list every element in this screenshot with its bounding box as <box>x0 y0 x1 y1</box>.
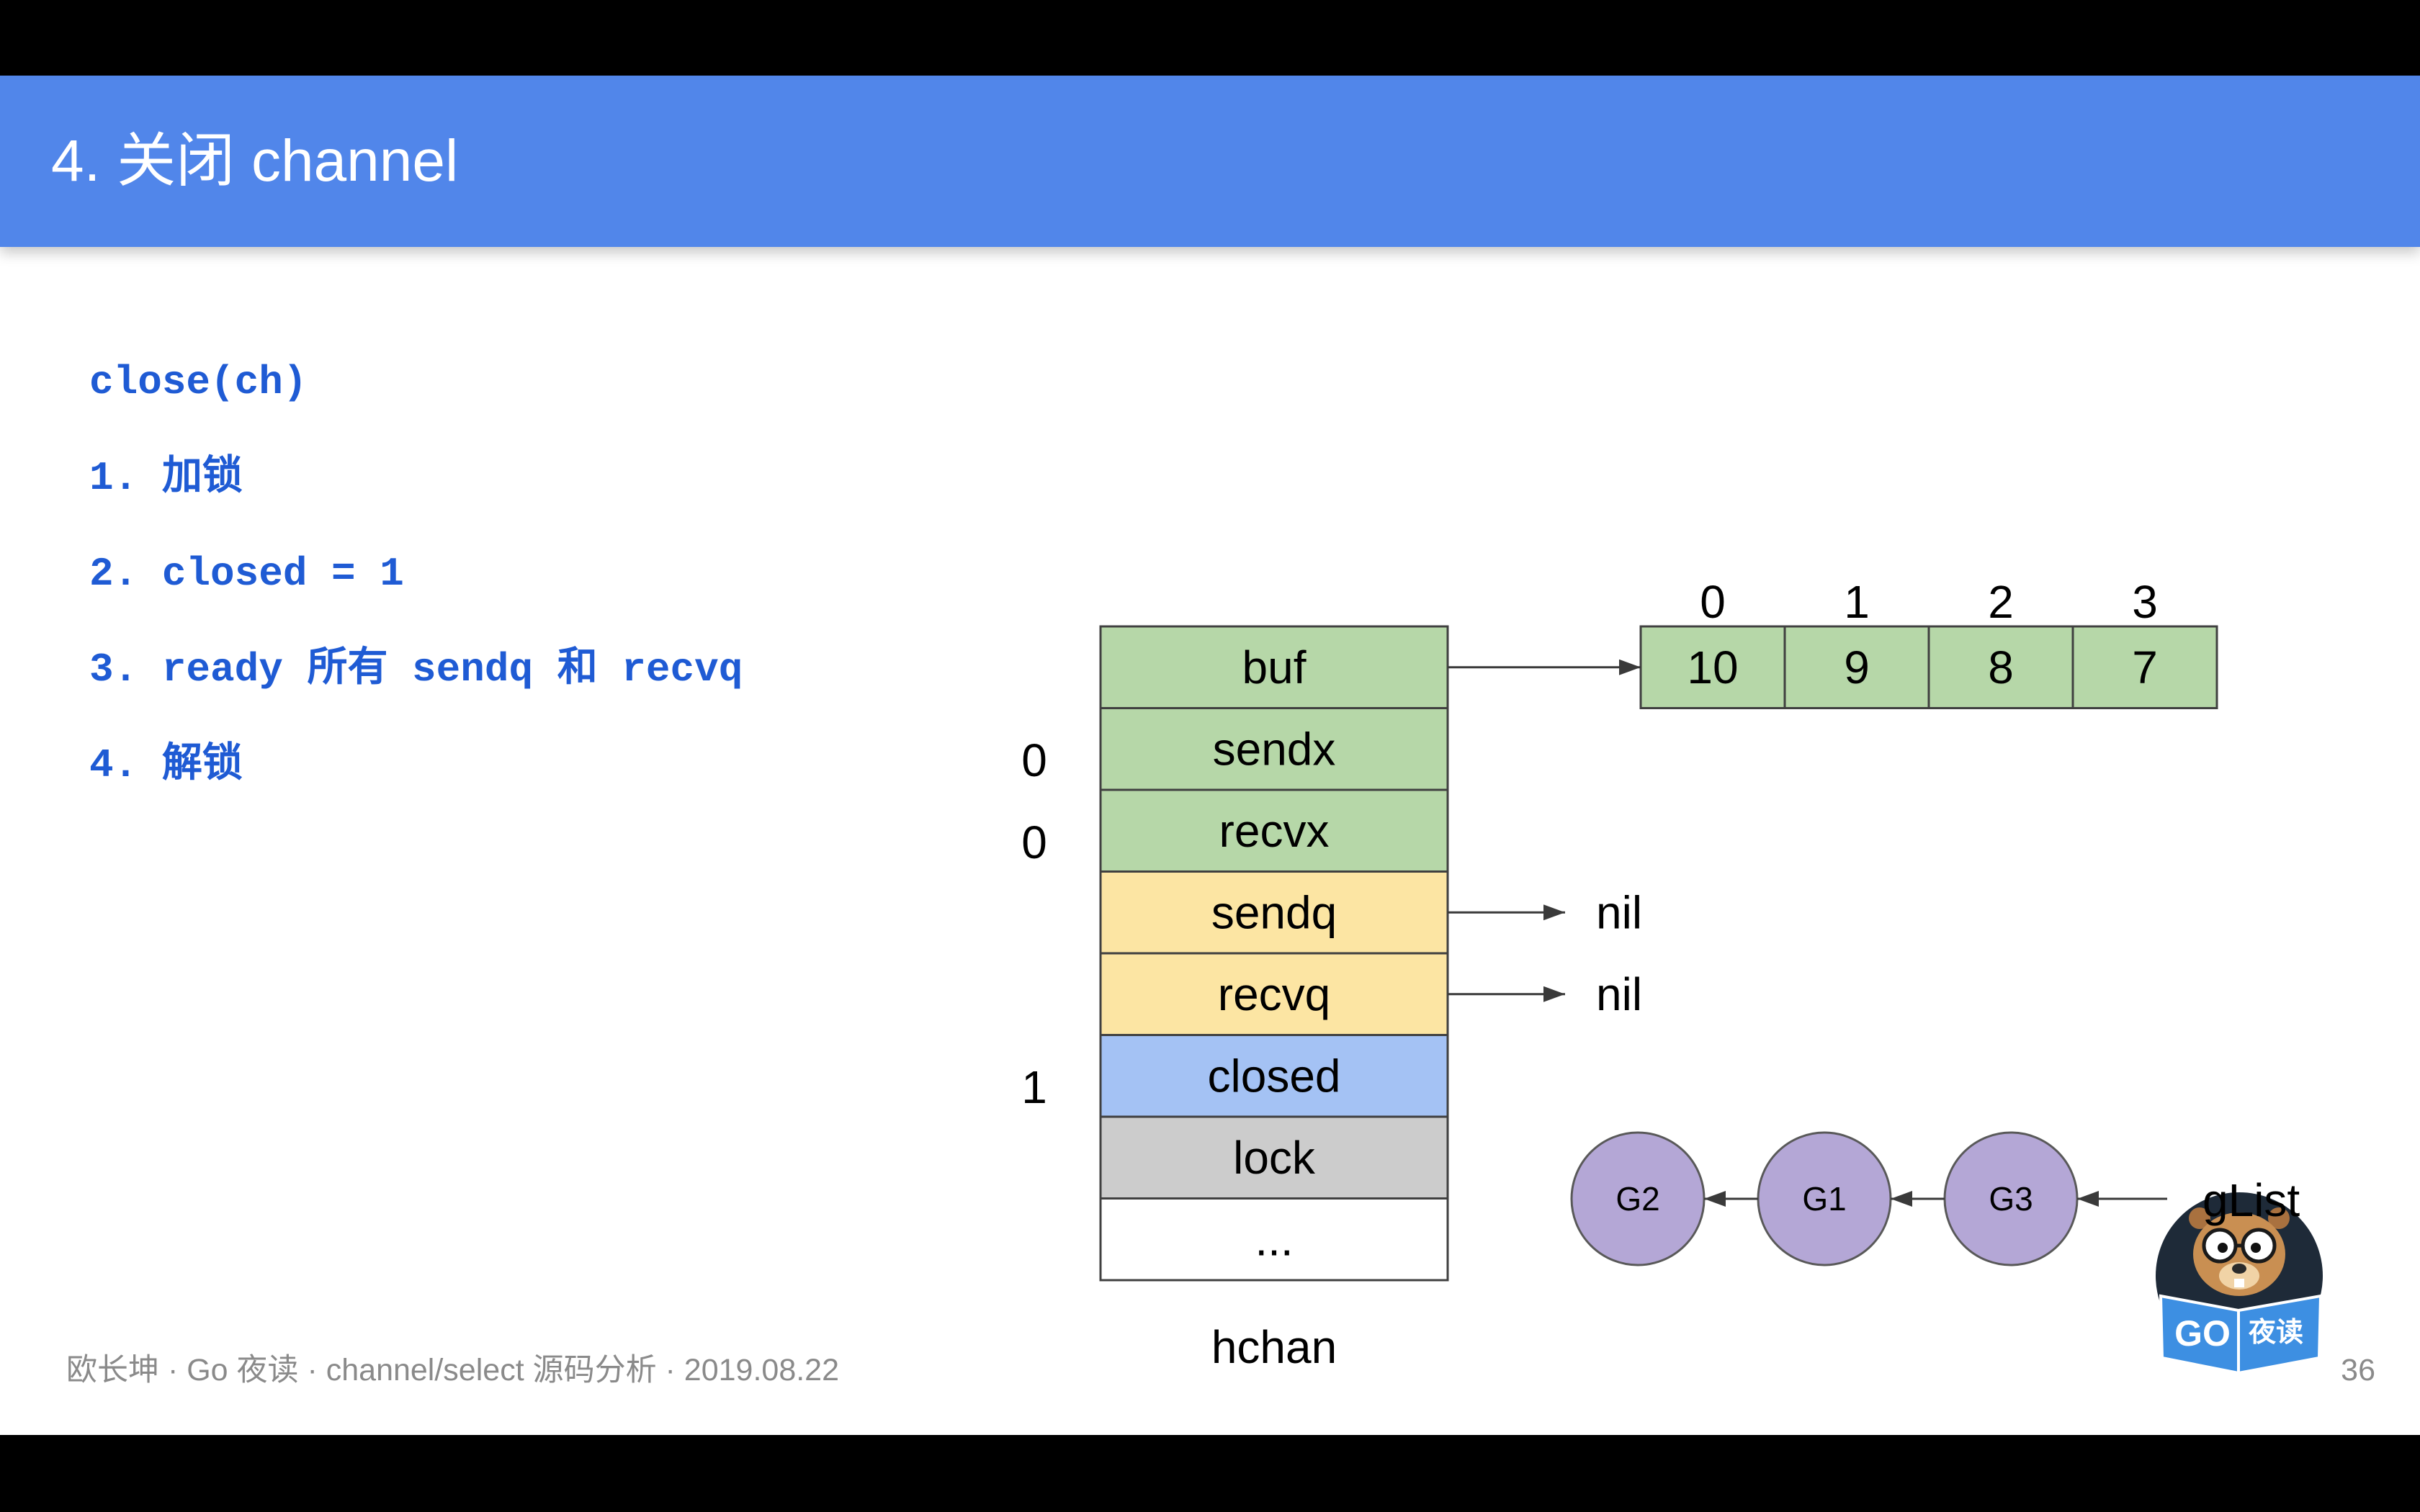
hchan-field-recvq-cell <box>1099 952 1449 1036</box>
goroutine-label: G1 <box>1802 1180 1846 1218</box>
book-right-page-icon <box>2237 1294 2323 1375</box>
gopher-eye-icon <box>2218 1243 2228 1253</box>
hchan-field-ellipsis-label: ... <box>1255 1213 1293 1265</box>
buffer-array: 0 1 2 3 10 9 8 7 <box>1639 576 2218 709</box>
hchan-field-buf-label: buf <box>1242 642 1307 693</box>
buffer-index: 3 <box>2132 576 2158 628</box>
buffer-value: 8 <box>1988 642 2014 693</box>
code-steps: close(ch) 1. 加锁 2. closed = 1 3. ready 所… <box>89 335 743 814</box>
hchan-field-recvx-label: recvx <box>1219 805 1330 857</box>
logo-text-cn: 夜读 <box>2248 1316 2303 1348</box>
gopher-ear-icon <box>2268 1207 2290 1229</box>
buffer-index: 1 <box>1844 576 1870 628</box>
gopher-eye-icon <box>2251 1243 2261 1253</box>
hchan-field-sendx-label: sendx <box>1213 723 1336 775</box>
hchan-struct: buf sendx recvx sendq recvq closed lock … <box>1021 625 1449 1373</box>
letterbox-bottom <box>0 1435 2420 1512</box>
hchan-field-ellipsis-cell <box>1099 1197 1449 1282</box>
go-yedu-logo: GO 夜读 <box>2156 1192 2323 1375</box>
code-line-step-1: 1. 加锁 <box>89 455 243 501</box>
buffer-index: 2 <box>1988 576 2014 628</box>
letterbox-top <box>0 0 2420 76</box>
buffer-value: 10 <box>1687 642 1738 693</box>
hchan-field-sendx-cell <box>1099 707 1449 791</box>
buffer-cell <box>2071 625 2218 709</box>
hchan-field-recvq-label: recvq <box>1218 968 1331 1020</box>
buffer-index: 0 <box>1700 576 1726 628</box>
hchan-field-buf-cell <box>1099 625 1449 709</box>
hchan-caption: hchan <box>1211 1321 1337 1373</box>
glist-label: gList <box>2202 1174 2300 1226</box>
sendx-value: 0 <box>1021 734 1047 786</box>
buffer-value: 7 <box>2132 642 2158 693</box>
logo-text-go: GO <box>2174 1313 2231 1354</box>
code-line-close: close(ch) <box>89 359 308 405</box>
code-line-step-3: 3. ready 所有 sendq 和 recvq <box>89 647 743 693</box>
hchan-field-lock-label: lock <box>1233 1132 1316 1184</box>
buffer-value: 9 <box>1844 642 1870 693</box>
hchan-field-lock-cell <box>1099 1115 1449 1200</box>
hchan-field-sendq-label: sendq <box>1211 886 1337 938</box>
gopher-nose-icon <box>2232 1264 2246 1274</box>
hchan-field-closed-cell <box>1099 1034 1449 1118</box>
gopher-teeth-icon <box>2234 1279 2244 1287</box>
page-number: 36 <box>2341 1353 2375 1387</box>
sendq-nil-label: nil <box>1596 886 1642 938</box>
closed-value: 1 <box>1021 1061 1047 1113</box>
goroutine-label: G3 <box>1989 1180 2033 1218</box>
recvq-nil-label: nil <box>1596 968 1642 1020</box>
hchan-field-sendq-cell <box>1099 870 1449 955</box>
code-line-step-4: 4. 解锁 <box>89 742 243 788</box>
slide-header: 4. 关闭 channel <box>0 76 2420 247</box>
hchan-field-closed-label: closed <box>1208 1050 1341 1102</box>
buffer-cell <box>1783 625 1930 709</box>
hchan-field-recvx-cell <box>1099 788 1449 873</box>
slide-footer: 欧长坤 · Go 夜读 · channel/select 源码分析 · 2019… <box>66 1353 840 1387</box>
buffer-cell <box>1927 625 2074 709</box>
goroutine-label: G2 <box>1615 1180 1659 1218</box>
goroutine-list: G2 G1 G3 <box>1570 1131 2167 1266</box>
gopher-muzzle-icon <box>2219 1262 2259 1290</box>
recvx-value: 0 <box>1021 816 1047 868</box>
gopher-ear-icon <box>2189 1207 2210 1229</box>
slide-title: 4. 关闭 channel <box>51 128 459 194</box>
code-line-step-2: 2. closed = 1 <box>89 551 404 597</box>
